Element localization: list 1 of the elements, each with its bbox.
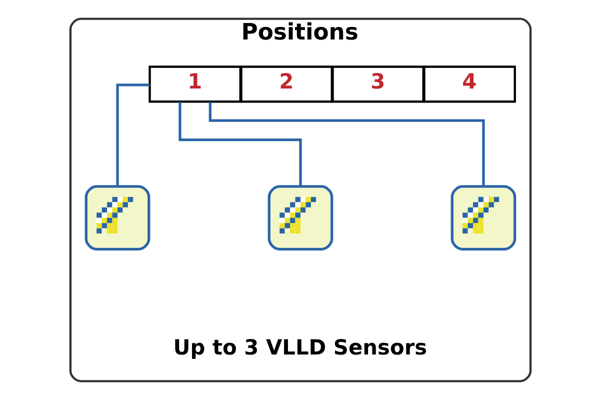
- caption: Up to 3 VLLD Sensors: [172, 335, 427, 360]
